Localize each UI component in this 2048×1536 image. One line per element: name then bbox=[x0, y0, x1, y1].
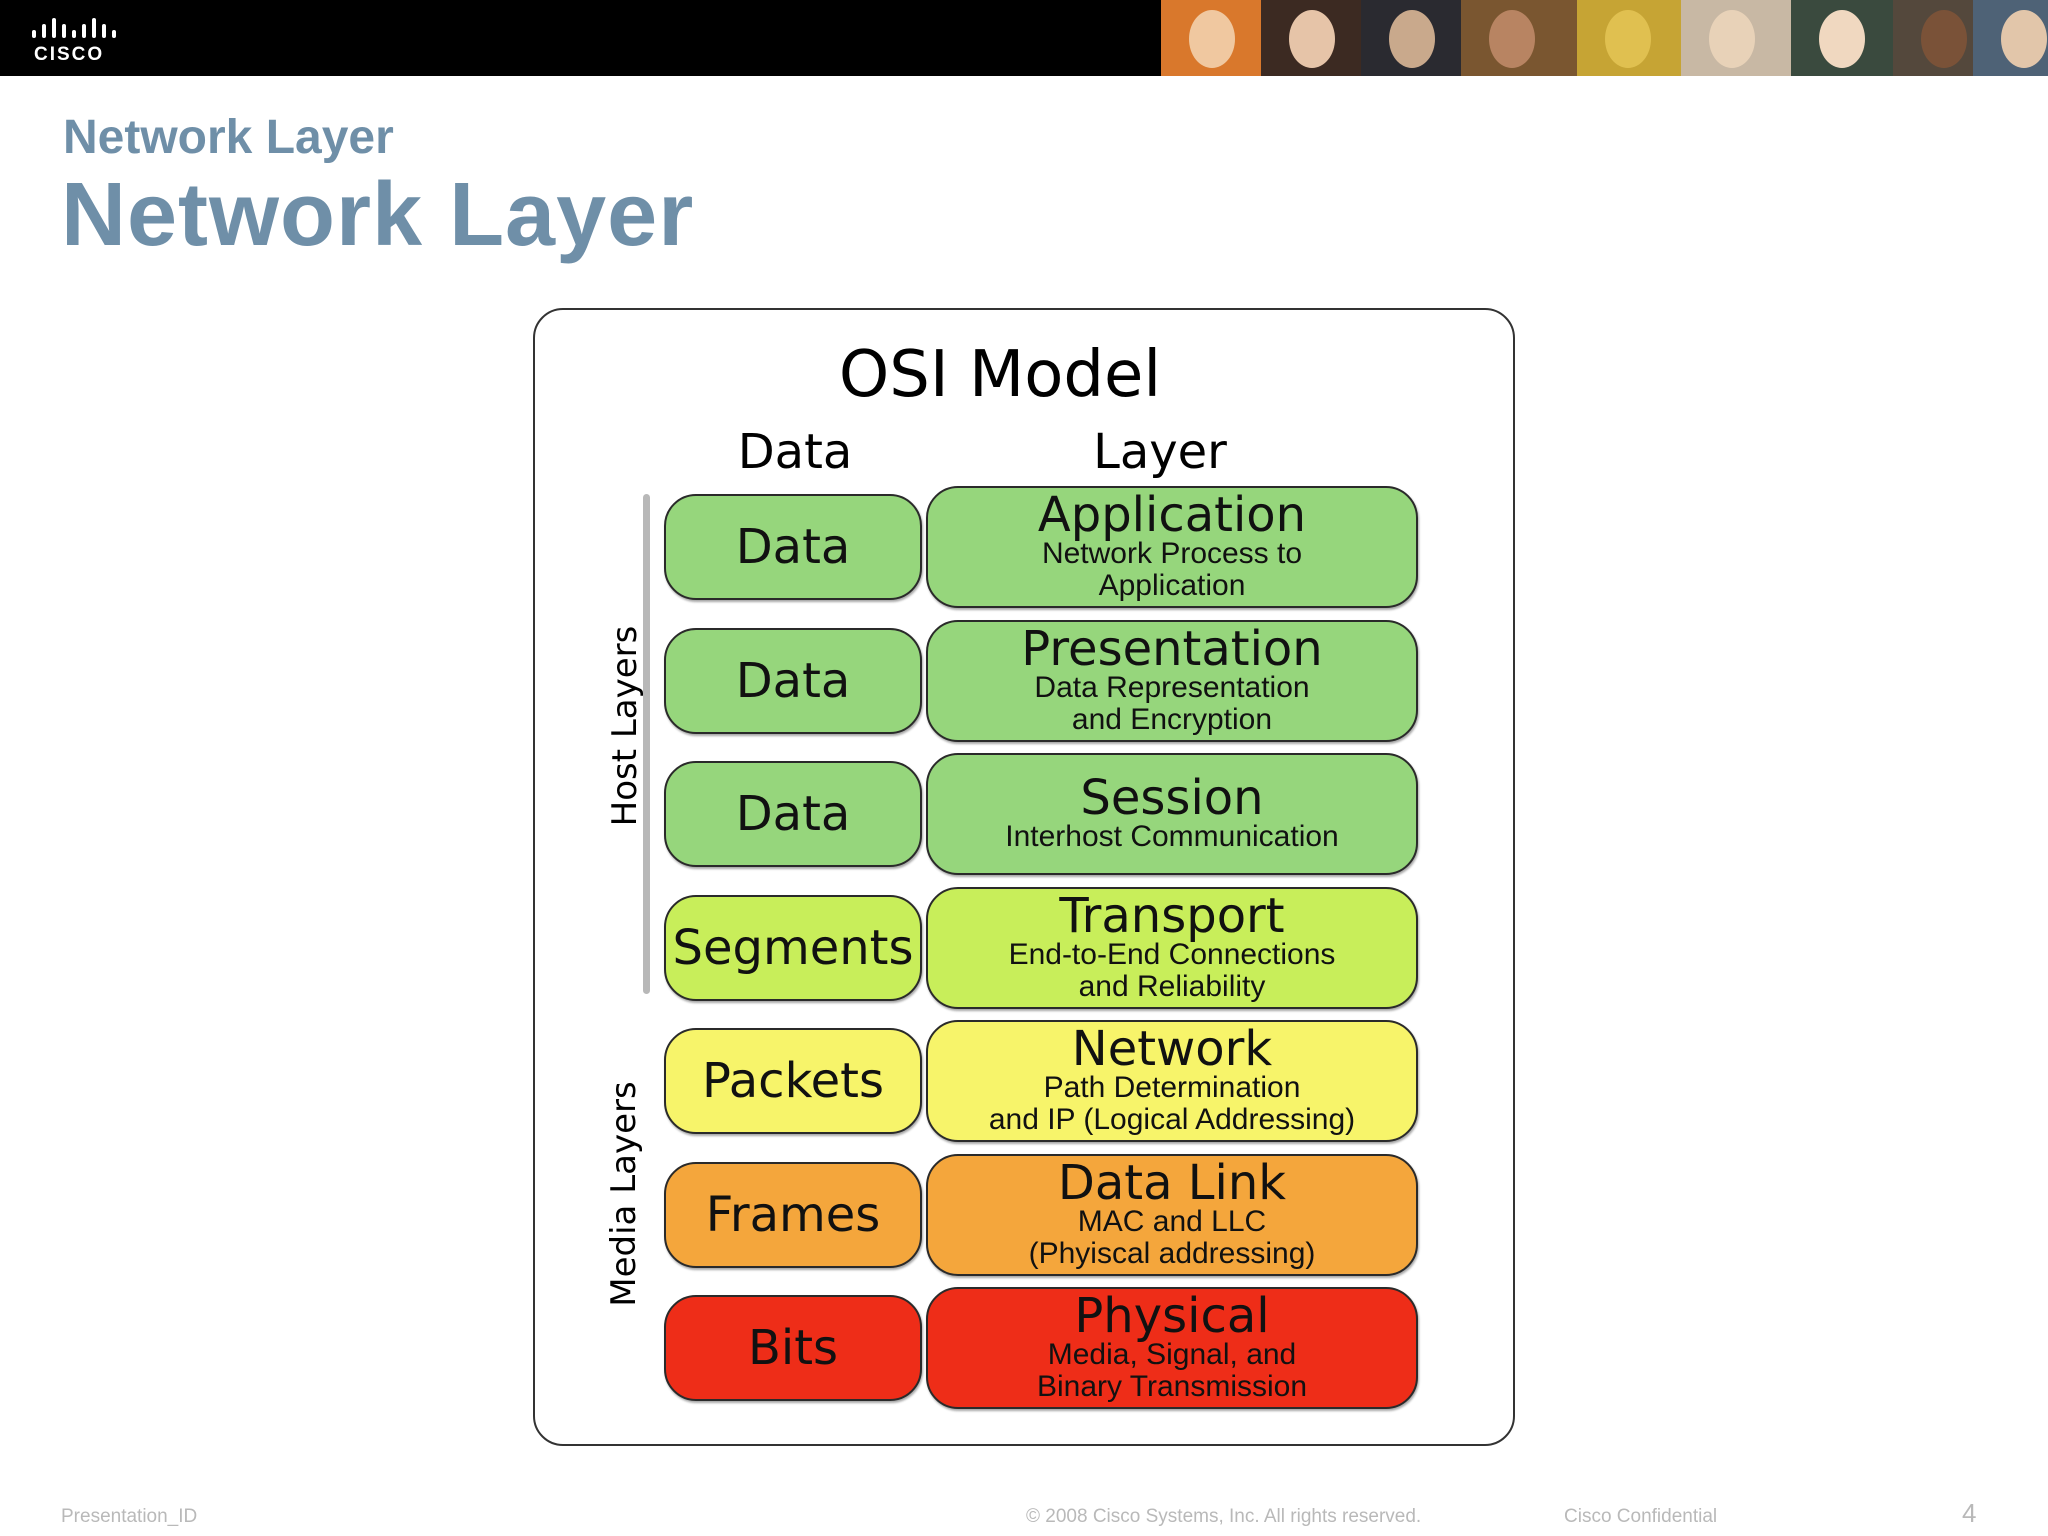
photo-face bbox=[1389, 10, 1435, 68]
pdu-pill: Segments bbox=[664, 894, 922, 1001]
layer-name: Physical bbox=[1074, 1288, 1270, 1344]
host-layers-bracket bbox=[643, 494, 650, 994]
layer-description-line2: (Phyiscal addressing) bbox=[1028, 1236, 1316, 1270]
photo-man-cap bbox=[1973, 0, 2048, 76]
photo-face bbox=[1289, 10, 1335, 68]
layer-description-line2: and Encryption bbox=[1071, 702, 1273, 736]
media-layers-label: Media Layers bbox=[604, 1081, 644, 1307]
cisco-bars-icon bbox=[32, 18, 116, 38]
osi-diagram-title: OSI Model bbox=[838, 338, 1162, 412]
photo-face bbox=[1819, 10, 1865, 68]
host-layers-label: Host Layers bbox=[605, 625, 645, 827]
footer-confidential: Cisco Confidential bbox=[1564, 1506, 1718, 1527]
photo-face bbox=[1189, 10, 1235, 68]
slide-title: Network Layer bbox=[61, 165, 695, 265]
layer-name: Transport bbox=[1059, 887, 1285, 944]
footer-copyright: © 2008 Cisco Systems, Inc. All rights re… bbox=[1026, 1506, 1422, 1527]
photo-face bbox=[2001, 10, 2047, 68]
layer-description-line1: Data Representation bbox=[1034, 670, 1310, 704]
slide-subtitle: Network Layer bbox=[63, 111, 394, 164]
header-bar: CISCO bbox=[0, 0, 2048, 76]
layer-description-line1: Path Determination bbox=[1043, 1071, 1301, 1104]
layer-column-header: Layer bbox=[1093, 424, 1227, 480]
layer-name: Session bbox=[1080, 770, 1264, 826]
cisco-logo: CISCO bbox=[28, 14, 118, 65]
layer-description-line2: Binary Transmission bbox=[1036, 1370, 1308, 1403]
photo-woman bbox=[1261, 0, 1361, 76]
pdu-pill: Bits bbox=[664, 1295, 922, 1401]
photo-woman-headscarf bbox=[1681, 0, 1791, 76]
footer-presentation-id: Presentation_ID bbox=[61, 1506, 198, 1527]
layer-description-line1: Network Process to bbox=[1041, 537, 1303, 570]
layer-name: Network bbox=[1071, 1021, 1273, 1077]
pdu-pill: Frames bbox=[664, 1161, 922, 1268]
layer-description-line1: Media, Signal, and bbox=[1047, 1338, 1297, 1371]
photo-man-suit bbox=[1361, 0, 1461, 76]
layer-name: Presentation bbox=[1021, 620, 1323, 677]
photo-man-dark bbox=[1893, 0, 1973, 76]
layer-description-line1: Interhost Communication bbox=[1005, 820, 1339, 853]
photo-face bbox=[1489, 10, 1535, 68]
photo-face bbox=[1921, 10, 1967, 68]
layer-description-line2: and IP (Logical Addressing) bbox=[988, 1103, 1356, 1136]
photo-strip bbox=[1161, 0, 2048, 76]
photo-face bbox=[1709, 10, 1755, 68]
layer-description-line2: and Reliability bbox=[1078, 969, 1266, 1003]
photo-man-smiling bbox=[1461, 0, 1577, 76]
data-column-header: Data bbox=[737, 424, 853, 480]
layer-description-line1: End-to-End Connections bbox=[1008, 937, 1336, 971]
cisco-wordmark: CISCO bbox=[34, 44, 105, 65]
photo-abstract-orange bbox=[1161, 0, 1261, 76]
layer-name: Application bbox=[1037, 487, 1307, 543]
pdu-pill: Data bbox=[664, 761, 922, 867]
photo-art-yellow bbox=[1577, 0, 1681, 76]
pdu-pill: Data bbox=[664, 494, 922, 600]
page-number: 4 bbox=[1962, 1498, 1977, 1528]
layer-description-line2: Application bbox=[1098, 569, 1246, 602]
photo-face bbox=[1605, 10, 1651, 68]
pdu-pill: Packets bbox=[664, 1028, 922, 1134]
pdu-pill: Data bbox=[664, 627, 922, 734]
layer-name: Data Link bbox=[1057, 1154, 1287, 1211]
layer-description-line1: MAC and LLC bbox=[1077, 1204, 1267, 1238]
photo-chalkboard bbox=[1791, 0, 1893, 76]
